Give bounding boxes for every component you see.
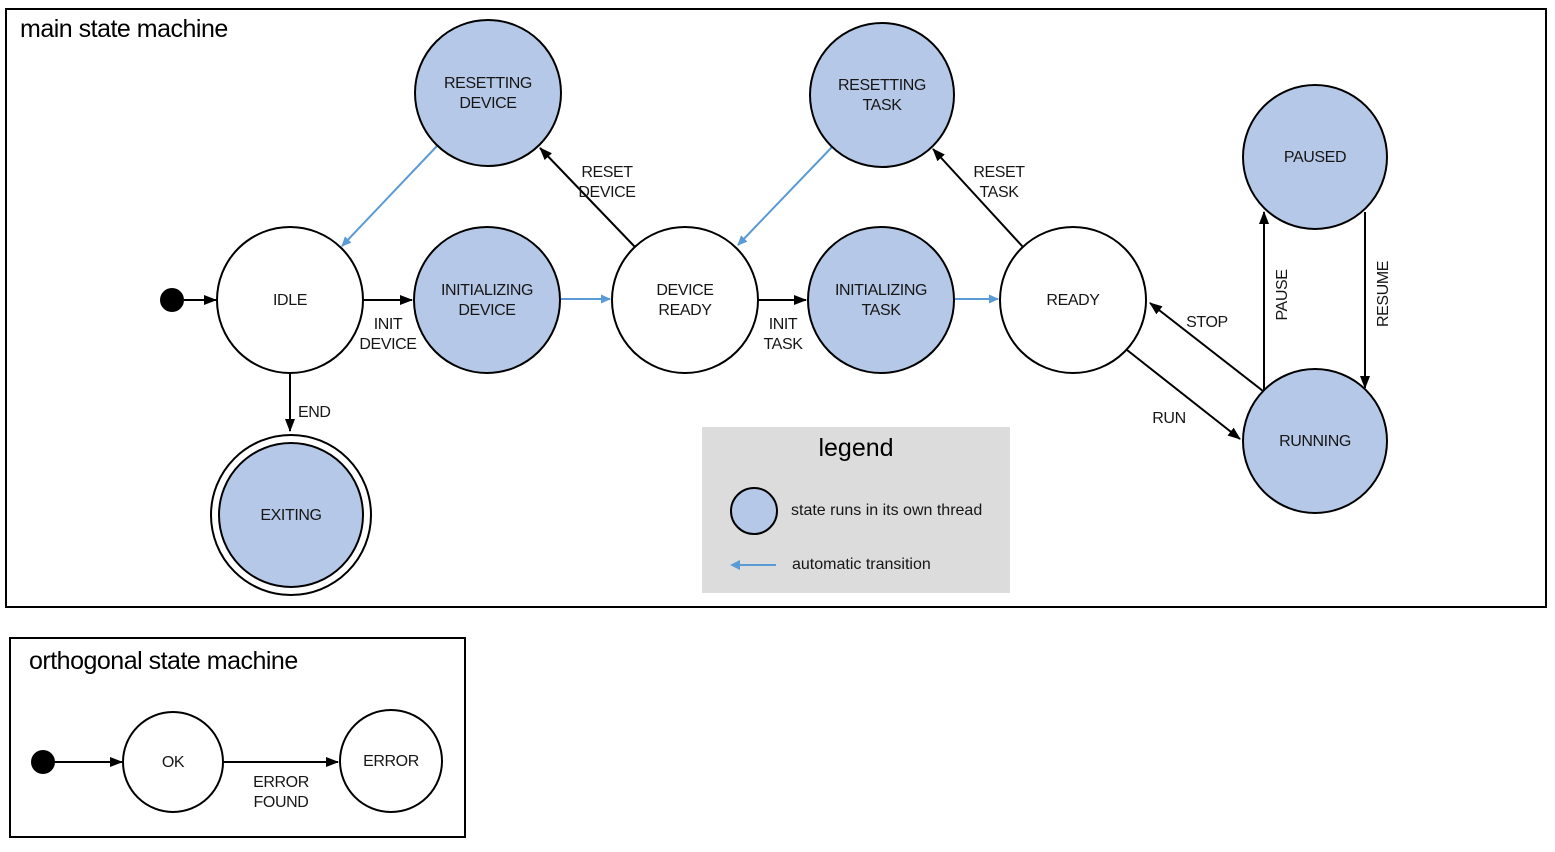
legend-item-thread-state: state runs in its own thread	[730, 485, 982, 537]
auto-transition-arrow-icon	[730, 560, 776, 570]
arrowhead-icon	[730, 560, 740, 570]
legend-item-auto-transition: automatic transition	[730, 552, 931, 578]
orthogonal-state-machine-title: orthogonal state machine	[29, 647, 298, 675]
legend-item-label: state runs in its own thread	[791, 502, 983, 519]
legend-item-label: automatic transition	[792, 556, 931, 573]
main-state-machine-box: main state machine	[5, 8, 1547, 608]
main-state-machine-title: main state machine	[20, 15, 228, 43]
threaded-state-swatch-icon	[730, 487, 778, 535]
orthogonal-state-machine-box: orthogonal state machine	[9, 637, 466, 838]
legend-title: legend	[818, 434, 894, 462]
legend: legend state runs in its own thread auto…	[702, 427, 1010, 593]
arrow-shaft	[737, 564, 776, 566]
